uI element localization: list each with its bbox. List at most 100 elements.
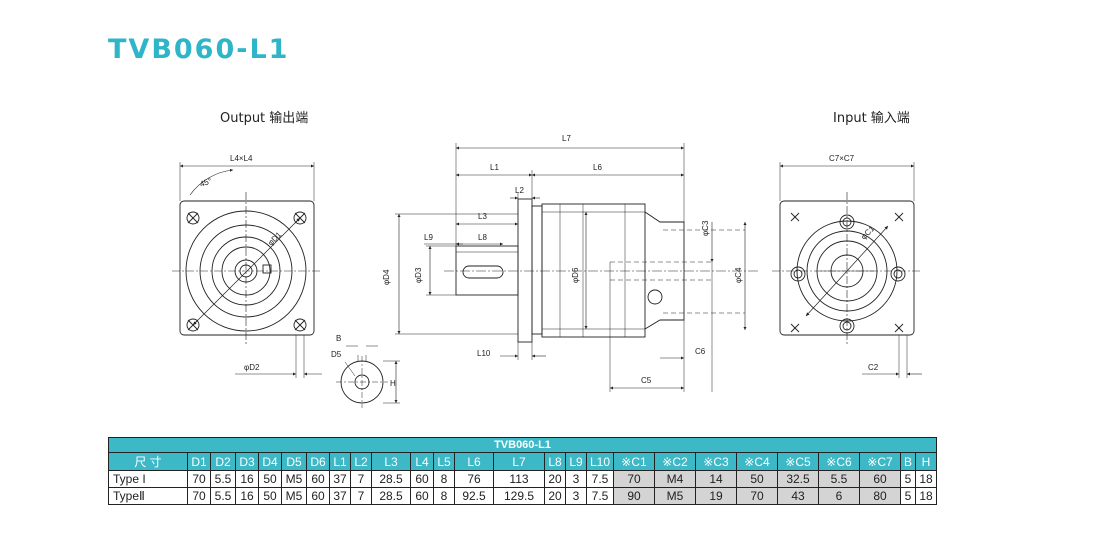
dim-l2: L2 xyxy=(515,186,524,195)
table-row-type: TypeⅡ xyxy=(108,487,188,505)
table-cell: 5.5 xyxy=(210,487,236,505)
table-cell: 60 xyxy=(410,470,434,488)
table-cell: M4 xyxy=(654,470,696,488)
table-cell: 76 xyxy=(454,470,494,488)
table-header-cell: L5 xyxy=(433,452,455,471)
dim-l8: L8 xyxy=(478,233,487,242)
table-cell: M5 xyxy=(281,487,307,505)
table-header-cell: 尺 寸 xyxy=(108,452,188,471)
table-header-cell: ※C4 xyxy=(736,452,778,471)
table-cell: 8 xyxy=(433,470,455,488)
table-cell: 7 xyxy=(350,487,372,505)
table-header-cell: L8 xyxy=(544,452,566,471)
output-outer-circle xyxy=(185,210,307,332)
table-cell: 60 xyxy=(306,487,330,505)
table-cell: 16 xyxy=(235,487,259,505)
table-caption: TVB060-L1 xyxy=(108,437,937,453)
input-bolt-holes xyxy=(790,214,906,334)
table-cell: 3 xyxy=(565,470,587,488)
table-cell: 60 xyxy=(306,470,330,488)
dim-d3: φD3 xyxy=(414,267,423,283)
dim-angle: 45° xyxy=(199,176,213,189)
table-header-cell: ※C7 xyxy=(859,452,901,471)
table-header-cell: D2 xyxy=(210,452,236,471)
table-cell: 7.5 xyxy=(586,470,614,488)
dim-d4: φD4 xyxy=(382,269,391,285)
table-header-cell: L3 xyxy=(371,452,411,471)
table-cell: 28.5 xyxy=(371,487,411,505)
table-cell: 32.5 xyxy=(777,470,819,488)
table-cell: 20 xyxy=(544,470,566,488)
table-cell: 80 xyxy=(859,487,901,505)
dim-c4: φC4 xyxy=(734,267,743,283)
dim-c1: φC1 xyxy=(859,224,877,242)
table-cell: 70 xyxy=(613,470,655,488)
dim-c6: C6 xyxy=(695,347,706,356)
table-header-cell: D1 xyxy=(187,452,211,471)
table-cell: 19 xyxy=(695,487,737,505)
table-cell: 60 xyxy=(410,487,434,505)
table-header-cell: L6 xyxy=(454,452,494,471)
table-header-cell: ※C5 xyxy=(777,452,819,471)
table-cell: 7 xyxy=(350,470,372,488)
dim-c3: φC3 xyxy=(701,220,710,236)
table-cell: 18 xyxy=(915,470,937,488)
dim-l10: L10 xyxy=(477,349,491,358)
dim-b: B xyxy=(336,334,341,343)
table-header-cell: L4 xyxy=(410,452,434,471)
table-header-cell: H xyxy=(915,452,937,471)
side-view xyxy=(395,143,760,392)
table-cell: 92.5 xyxy=(454,487,494,505)
table-header-cell: L2 xyxy=(350,452,372,471)
table-cell: 5 xyxy=(900,470,916,488)
dim-l4xl4: L4×L4 xyxy=(230,154,253,163)
table-header-cell: ※C1 xyxy=(613,452,655,471)
table-cell: 43 xyxy=(777,487,819,505)
output-flange-outline xyxy=(179,200,315,336)
table-cell: 8 xyxy=(433,487,455,505)
table-header-cell: ※C6 xyxy=(818,452,860,471)
table-header-cell: L10 xyxy=(586,452,614,471)
table-cell: 70 xyxy=(187,487,211,505)
table-row-type: Type I xyxy=(108,470,188,488)
dim-c7xc7: C7×C7 xyxy=(829,154,855,163)
technical-drawing: L4×L4 45° φD1 φD2 B D5 H xyxy=(172,134,922,408)
dim-l1: L1 xyxy=(490,163,499,172)
table-cell: 5 xyxy=(900,487,916,505)
table-cell: 50 xyxy=(258,487,282,505)
table-cell: 70 xyxy=(736,487,778,505)
table-cell: M5 xyxy=(281,470,307,488)
table-cell: 6 xyxy=(818,487,860,505)
shaft-section xyxy=(336,345,400,408)
input-mount-holes xyxy=(790,212,904,333)
dim-c2: C2 xyxy=(868,363,879,372)
table-cell: 16 xyxy=(235,470,259,488)
table-header-cell: L1 xyxy=(329,452,351,471)
table-cell: M5 xyxy=(654,487,696,505)
output-end-view xyxy=(172,162,322,378)
dim-c5: C5 xyxy=(641,376,652,385)
input-view-label: Input 输入端 xyxy=(833,111,910,126)
dim-l3: L3 xyxy=(478,212,487,221)
table-header-cell: L7 xyxy=(493,452,545,471)
dim-l6: L6 xyxy=(593,163,602,172)
table-cell: 50 xyxy=(258,470,282,488)
table-cell: 60 xyxy=(859,470,901,488)
dim-d5: D5 xyxy=(331,350,342,359)
table-header-cell: B xyxy=(900,452,916,471)
dim-l7: L7 xyxy=(562,134,571,143)
table-cell: 14 xyxy=(695,470,737,488)
table-cell: 5.5 xyxy=(210,470,236,488)
table-cell: 70 xyxy=(187,470,211,488)
table-cell: 7.5 xyxy=(586,487,614,505)
table-cell: 90 xyxy=(613,487,655,505)
table-header-cell: ※C2 xyxy=(654,452,696,471)
table-header-cell: D6 xyxy=(306,452,330,471)
table-header-cell: D5 xyxy=(281,452,307,471)
table-cell: 18 xyxy=(915,487,937,505)
table-cell: 20 xyxy=(544,487,566,505)
table-cell: 50 xyxy=(736,470,778,488)
